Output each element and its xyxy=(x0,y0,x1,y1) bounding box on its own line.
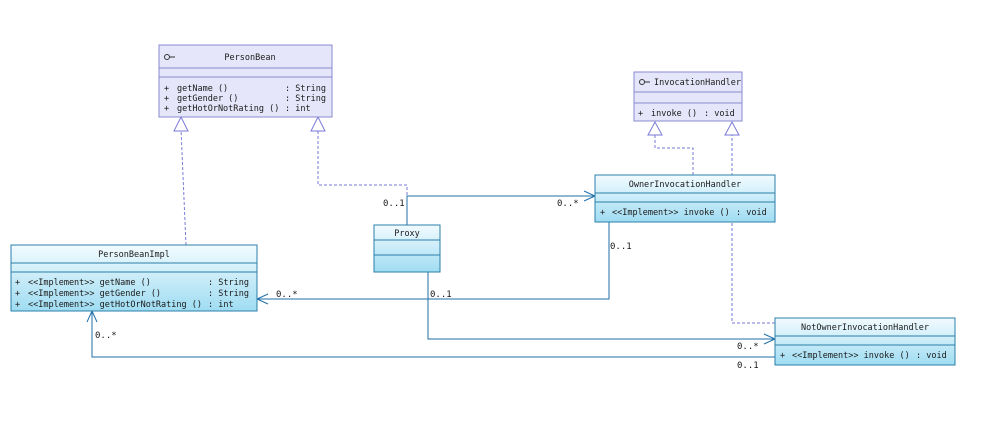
method-signature: getGender () xyxy=(177,94,238,104)
interface-personbean[interactable]: PersonBean + getName () : String + getGe… xyxy=(158,44,333,118)
method-signature: getHotOrNotRating () xyxy=(177,104,279,114)
method-return: : void xyxy=(736,208,767,218)
assoc-nonowner-to-impl xyxy=(91,311,775,358)
mult-proxy-nonowner-target: 0..* xyxy=(737,342,759,352)
assoc-owner-to-impl xyxy=(257,222,610,300)
realization-proxy-to-personbean xyxy=(317,129,408,225)
method-signature: <<Implement>> invoke () xyxy=(612,208,730,218)
invocationhandler-name: InvocationHandler xyxy=(654,78,741,88)
realization-arrowhead-nonowner xyxy=(724,120,740,136)
realization-arrowhead-impl xyxy=(173,115,189,132)
mult-nonowner-impl-source: 0..1 xyxy=(737,361,759,371)
method-signature: <<Implement>> getGender () xyxy=(28,289,161,299)
interface-lollipop-icon xyxy=(164,54,175,60)
mult-owner-impl-target: 0..* xyxy=(276,290,298,300)
class-personbeanimpl[interactable]: PersonBeanImpl + <<Implement>> getName (… xyxy=(10,244,258,312)
method-visibility: + xyxy=(164,84,169,94)
method-visibility: + xyxy=(600,208,605,218)
personbean-name: PersonBean xyxy=(224,53,275,63)
realization-arrowhead-proxy xyxy=(310,115,326,132)
mult-nonowner-impl-target: 0..* xyxy=(95,331,117,341)
association-edges xyxy=(86,190,777,358)
method-signature: <<Implement>> getName () xyxy=(28,278,151,288)
personbean-methods: + getName () : String + getGender () : S… xyxy=(164,84,326,114)
personbeanimpl-methods: + <<Implement>> getName () : String + <<… xyxy=(15,278,249,310)
method-return: : String xyxy=(208,278,249,288)
class-notownerinvocationhandler[interactable]: NotOwnerInvocationHandler + <<Implement>… xyxy=(774,317,956,366)
personbeanimpl-name: PersonBeanImpl xyxy=(98,250,170,260)
realization-arrowhead-owner xyxy=(647,120,663,136)
mult-owner-impl-source: 0..1 xyxy=(610,242,632,252)
notownerinvocationhandler-name: NotOwnerInvocationHandler xyxy=(801,323,929,333)
method-signature: <<Implement>> invoke () xyxy=(792,351,910,361)
realization-nonowner-to-handler xyxy=(731,134,775,324)
method-return: : void xyxy=(704,109,735,119)
proxy-name: Proxy xyxy=(394,229,420,239)
interface-invocationhandler[interactable]: InvocationHandler + invoke () : void xyxy=(633,71,743,122)
method-visibility: + xyxy=(164,94,169,104)
method-visibility: + xyxy=(780,351,785,361)
realization-impl-to-personbean xyxy=(180,128,187,246)
method-visibility: + xyxy=(15,278,20,288)
method-signature: invoke () xyxy=(651,109,697,119)
method-return: : String xyxy=(285,94,326,104)
ownerinvocationhandler-name: OwnerInvocationHandler xyxy=(629,180,742,190)
method-visibility: + xyxy=(15,289,20,299)
method-visibility: + xyxy=(638,109,643,119)
realization-owner-to-handler xyxy=(654,134,694,175)
method-return: : int xyxy=(285,104,311,114)
mult-proxy-owner-target: 0..* xyxy=(557,199,579,209)
assoc-proxy-to-nonowner xyxy=(427,272,775,340)
assoc-proxy-to-owner xyxy=(406,195,595,225)
method-signature: getName () xyxy=(177,84,228,94)
interface-lollipop-icon xyxy=(639,79,650,85)
mult-proxy-owner-source: 0..1 xyxy=(383,199,405,209)
method-signature: <<Implement>> getHotOrNotRating () xyxy=(28,300,202,310)
method-return: : String xyxy=(208,289,249,299)
method-return: : int xyxy=(208,300,234,310)
method-return: : String xyxy=(285,84,326,94)
mult-proxy-nonowner-source: 0..1 xyxy=(430,290,452,300)
method-visibility: + xyxy=(164,104,169,114)
method-visibility: + xyxy=(15,300,20,310)
class-proxy[interactable]: Proxy xyxy=(373,224,441,273)
class-ownerinvocationhandler[interactable]: OwnerInvocationHandler + <<Implement>> i… xyxy=(594,174,776,223)
multiplicity-labels: 0..1 0..* 0..1 0..* 0..1 0..* 0..1 0..* xyxy=(95,199,759,371)
method-return: : void xyxy=(916,351,947,361)
